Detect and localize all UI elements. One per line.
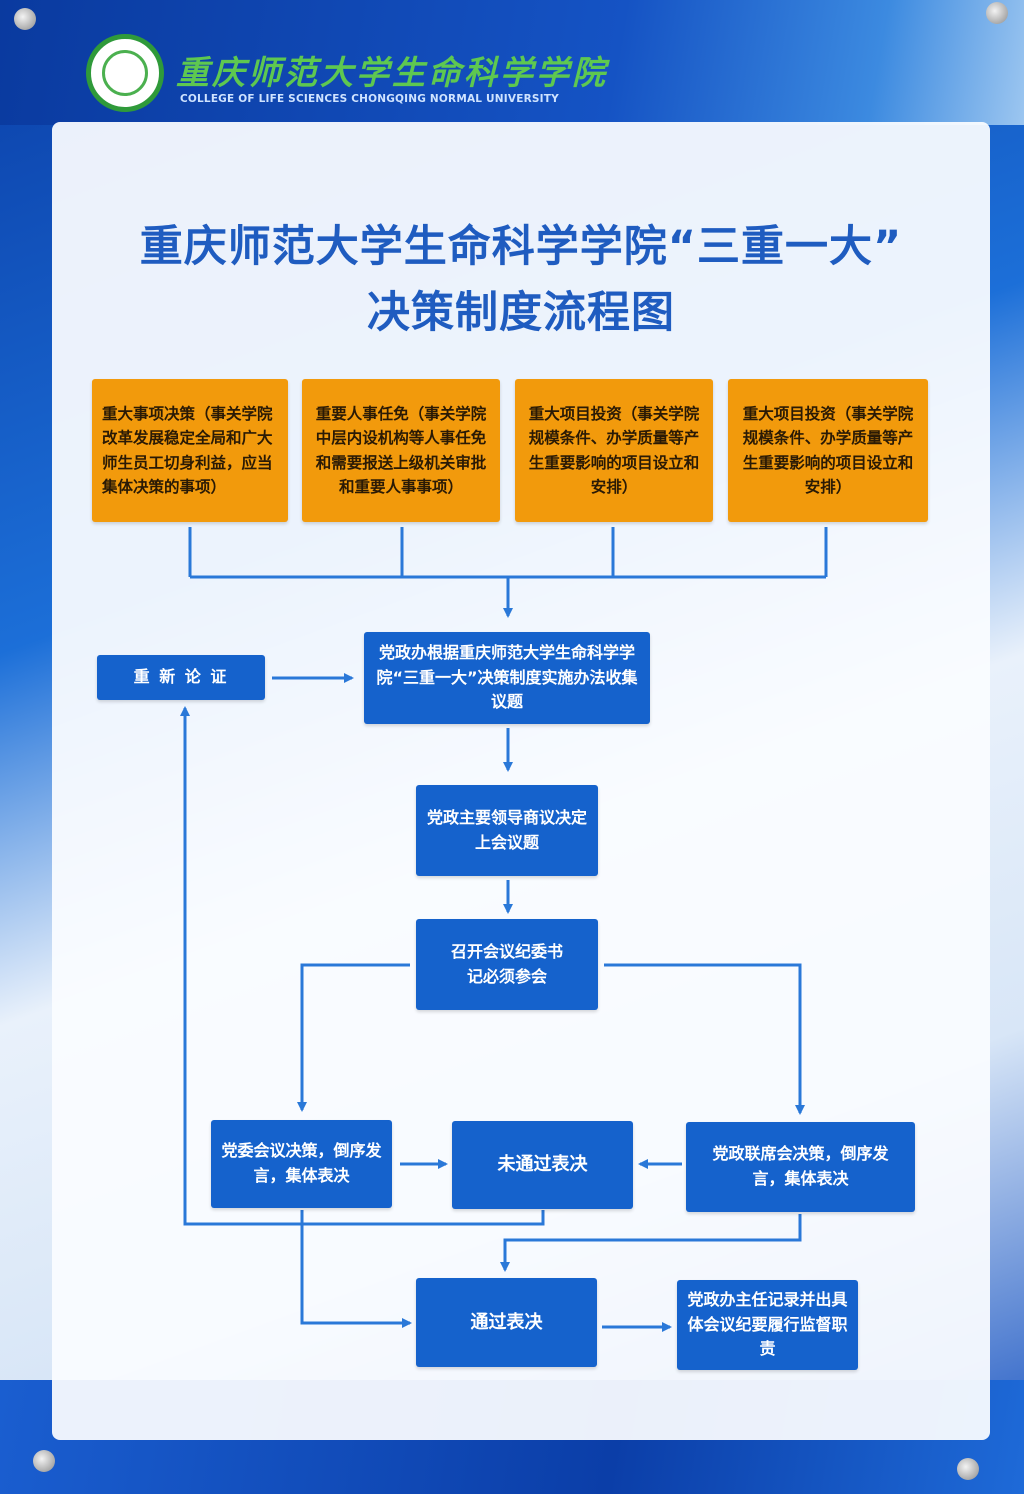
step-collect-topics: 党政办根据重庆师范大学生命科学学院“三重一大”决策制度实施办法收集议题: [364, 632, 650, 724]
screw-icon: [986, 2, 1008, 24]
screw-icon: [14, 8, 36, 30]
category-project-investment-2: 重大项目投资（事关学院规模条件、办学质量等产生重要影响的项目设立和安排）: [728, 379, 928, 522]
step-leaders-decide: 党政主要领导商议决定上会议题: [416, 785, 598, 876]
category-project-investment: 重大项目投资（事关学院规模条件、办学质量等产生重要影响的项目设立和安排）: [515, 379, 713, 522]
step-passed: 通过表决: [416, 1278, 597, 1367]
step-party-committee: 党委会议决策，倒序发言，集体表决: [211, 1120, 392, 1208]
category-personnel-appointments: 重要人事任免（事关学院中层内设机构等人事任免和需要报送上级机关审批和重要人事事项…: [302, 379, 500, 522]
step-rejected: 未通过表决: [452, 1121, 633, 1209]
step-joint-meeting: 党政联席会决策，倒序发言，集体表决: [686, 1122, 915, 1212]
screw-icon: [33, 1450, 55, 1472]
step-reargue: 重 新 论 证: [97, 655, 265, 700]
step-record-supervise: 党政办主任记录并出具体会议纪要履行监督职责: [677, 1280, 858, 1370]
page-title-line1: 重庆师范大学生命科学学院“三重一大”: [139, 222, 903, 272]
flowchart-panel: [52, 122, 990, 1440]
arrow-to-party-committee: [297, 963, 410, 1112]
college-logo: [86, 34, 164, 112]
college-name-cn: 重庆师范大学生命科学学院: [176, 53, 608, 92]
category-merge-line: [188, 527, 828, 579]
step-hold-meeting: 召开会议纪委书记必须参会: [416, 919, 598, 1010]
page-title-line2: 决策制度流程图: [367, 288, 675, 338]
arrow-joint-to-passed: [500, 1214, 802, 1272]
arrow-to-joint-meeting: [604, 963, 805, 1115]
header-band: [0, 0, 1024, 125]
screw-icon: [957, 1458, 979, 1480]
arrow-party-to-passed: [300, 1210, 412, 1328]
category-major-decisions: 重大事项决策（事关学院改革发展稳定全局和广大师生员工切身利益，应当集体决策的事项…: [92, 379, 288, 522]
arrow-rejected-to-reargue: [180, 706, 545, 1226]
college-name-en: COLLEGE OF LIFE SCIENCES CHONGQING NORMA…: [180, 93, 559, 105]
